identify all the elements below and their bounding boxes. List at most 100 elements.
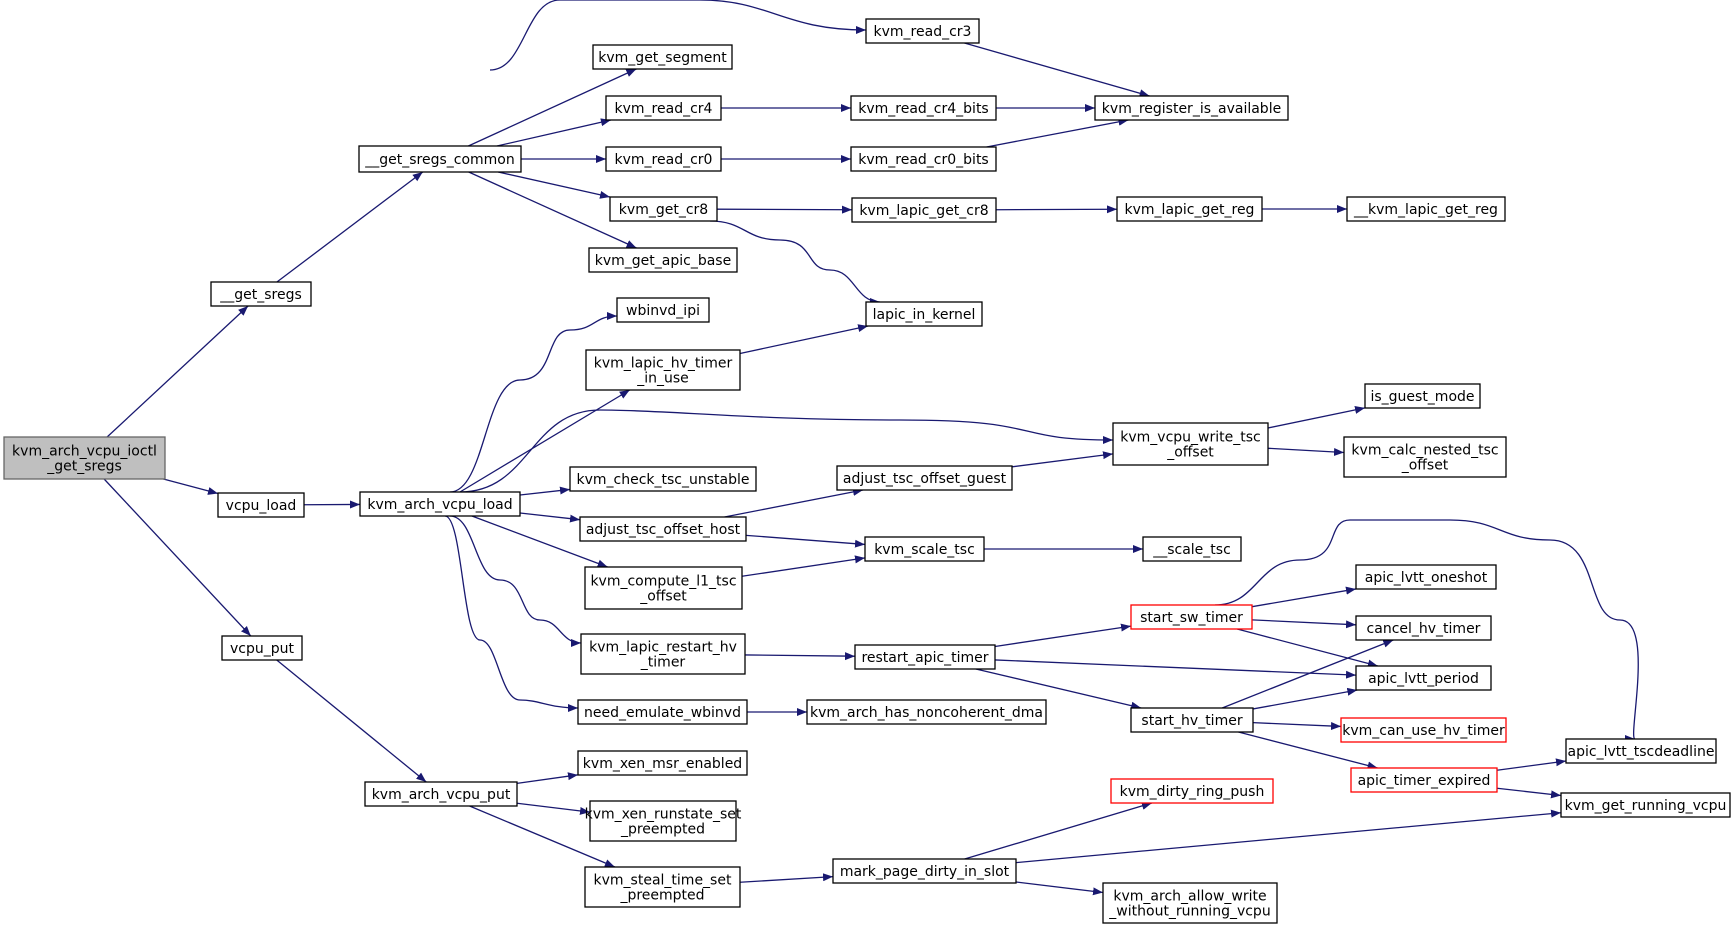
node-label: kvm_lapic_restart_hv xyxy=(589,640,737,656)
edge-start_sw_timer-to-apic_lvtt_period xyxy=(1236,628,1379,668)
node-label: kvm_get_segment xyxy=(598,50,727,66)
node-label: cancel_hv_timer xyxy=(1367,621,1481,637)
node-apic-lvtt-period[interactable]: apic_lvtt_period xyxy=(1355,665,1492,691)
node-steal-time-set-preempted[interactable]: kvm_steal_time_set_preempted xyxy=(584,866,741,908)
edge-apic_timer_expired-to-get_running_vcpu xyxy=(1496,787,1562,799)
edge-arch_vcpu_load-to-compute_l1_tsc_offset xyxy=(471,515,608,568)
node-can-use-hv-timer[interactable]: kvm_can_use_hv_timer xyxy=(1340,717,1507,743)
node-label: kvm_read_cr3 xyxy=(874,24,972,40)
node-label: kvm_get_running_vcpu xyxy=(1565,798,1727,814)
edge-mark_page_dirty_in_slot-to-get_running_vcpu xyxy=(1015,809,1562,864)
node-start-sw-timer[interactable]: start_sw_timer xyxy=(1130,604,1253,630)
node-cancel-hv-timer[interactable]: cancel_hv_timer xyxy=(1355,615,1492,641)
node-read-cr3[interactable]: kvm_read_cr3 xyxy=(865,18,980,44)
edge-vcpu_write_tsc_offset-to-is_guest_mode xyxy=(1267,406,1366,429)
node-apic-lvtt-tscdeadline[interactable]: apic_lvtt_tscdeadline xyxy=(1565,738,1717,764)
edge-get_sregs_common-to-read_cr4 xyxy=(496,118,612,147)
node-vcpu-write-tsc-offset[interactable]: kvm_vcpu_write_tsc_offset xyxy=(1112,422,1269,466)
node-label: __get_sregs xyxy=(219,287,302,303)
node-check-tsc-unstable[interactable]: kvm_check_tsc_unstable xyxy=(569,466,757,492)
node-box xyxy=(1110,778,1274,804)
node-box xyxy=(585,349,741,391)
node-allow-write-without-running-vcpu[interactable]: kvm_arch_allow_write_without_running_vcp… xyxy=(1102,882,1278,924)
edge-start_hv_timer-to-cancel_hv_timer xyxy=(1221,639,1394,709)
node-label: vcpu_load xyxy=(226,498,297,514)
node-scale-tsc[interactable]: kvm_scale_tsc xyxy=(864,536,985,562)
node-scale-tsc-inner[interactable]: __scale_tsc xyxy=(1142,536,1242,562)
edge-start_hv_timer-to-apic_lvtt_period xyxy=(1252,687,1358,710)
node-lapic-get-reg-inner[interactable]: __kvm_lapic_get_reg xyxy=(1346,196,1506,222)
node-need-emulate-wbinvd[interactable]: need_emulate_wbinvd xyxy=(577,699,748,725)
edge-start_sw_timer-to-apic_lvtt_oneshot xyxy=(1251,586,1357,608)
node-box xyxy=(1130,604,1253,630)
node-label: kvm_lapic_hv_timer xyxy=(594,356,733,372)
node-label: apic_lvtt_tscdeadline xyxy=(1568,744,1715,760)
node-is-guest-mode[interactable]: is_guest_mode xyxy=(1364,383,1481,409)
node-xen-runstate-set-preempted[interactable]: kvm_xen_runstate_set_preempted xyxy=(585,800,742,842)
node-dirty-ring-push[interactable]: kvm_dirty_ring_push xyxy=(1110,778,1274,804)
node-label: _offset xyxy=(1166,445,1214,461)
node-root[interactable]: kvm_arch_vcpu_ioctl_get_sregs xyxy=(3,436,166,480)
node-arch-vcpu-put[interactable]: kvm_arch_vcpu_put xyxy=(364,781,518,807)
node-xen-msr-enabled[interactable]: kvm_xen_msr_enabled xyxy=(577,750,748,776)
node-box xyxy=(605,95,722,121)
node-label: kvm_compute_l1_tsc xyxy=(590,574,736,590)
edge-get_sregs_common-to-get_apic_base xyxy=(468,171,637,249)
node-read-cr0-bits[interactable]: kvm_read_cr0_bits xyxy=(850,146,997,172)
node-label: kvm_check_tsc_unstable xyxy=(577,472,750,488)
node-compute-l1-tsc-offset[interactable]: kvm_compute_l1_tsc_offset xyxy=(584,566,743,610)
node-box xyxy=(1560,792,1731,818)
node-box xyxy=(865,18,980,44)
edge-vcpu_write_tsc_offset-to-calc_nested_tsc_offset xyxy=(1267,447,1345,456)
node-apic-lvtt-oneshot[interactable]: apic_lvtt_oneshot xyxy=(1355,564,1497,590)
node-lapic-get-reg[interactable]: kvm_lapic_get_reg xyxy=(1116,196,1263,222)
node-box xyxy=(832,858,1017,884)
edge-root-to-vcpu_load xyxy=(163,478,219,495)
node-get-sregs-common[interactable]: __get_sregs_common xyxy=(358,145,522,173)
node-label: lapic_in_kernel xyxy=(873,307,976,323)
node-wbinvd-ipi[interactable]: wbinvd_ipi xyxy=(616,297,710,323)
edge-arch_vcpu_load-to-lapic_hv_timer_in_use xyxy=(459,389,631,493)
edge-adjust_tsc_offset_guest-to-vcpu_write_tsc_offset xyxy=(1011,451,1114,468)
edge-lapic_hv_timer_in_use-to-lapic_in_kernel xyxy=(739,324,869,355)
edge-arch_vcpu_put-to-steal_time_set_preempted xyxy=(469,805,616,868)
node-arch-vcpu-load[interactable]: kvm_arch_vcpu_load xyxy=(359,491,521,517)
node-vcpu-put[interactable]: vcpu_put xyxy=(221,635,303,661)
node-apic-timer-expired[interactable]: apic_timer_expired xyxy=(1350,767,1498,793)
node-calc-nested-tsc-offset[interactable]: kvm_calc_nested_tsc_offset xyxy=(1343,436,1507,478)
edge-get_sregs_common-to-get_cr8 xyxy=(497,171,611,199)
node-lapic-in-kernel[interactable]: lapic_in_kernel xyxy=(865,301,983,327)
node-box xyxy=(865,301,983,327)
node-read-cr4-bits[interactable]: kvm_read_cr4_bits xyxy=(850,95,997,121)
node-mark-page-dirty-in-slot[interactable]: mark_page_dirty_in_slot xyxy=(832,858,1017,884)
edge-steal_time_set_preempted-to-mark_page_dirty_in_slot xyxy=(739,873,834,883)
node-label: kvm_xen_msr_enabled xyxy=(583,756,742,772)
node-box xyxy=(1364,383,1481,409)
node-box xyxy=(1102,882,1278,924)
node-lapic-hv-timer-in-use[interactable]: kvm_lapic_hv_timer_in_use xyxy=(585,349,741,391)
node-box xyxy=(1355,665,1492,691)
node-read-cr0[interactable]: kvm_read_cr0 xyxy=(605,146,722,172)
node-label: kvm_get_cr8 xyxy=(619,202,708,218)
node-read-cr4[interactable]: kvm_read_cr4 xyxy=(605,95,722,121)
node-get-running-vcpu[interactable]: kvm_get_running_vcpu xyxy=(1560,792,1731,818)
edge-arch_vcpu_load-to-vcpu_write_tsc_offset xyxy=(459,409,1114,493)
node-label: vcpu_put xyxy=(230,641,295,657)
node-has-noncoherent-dma[interactable]: kvm_arch_has_noncoherent_dma xyxy=(806,699,1047,725)
edge-lapic_restart_hv_timer-to-restart_apic_timer xyxy=(744,652,856,661)
node-vcpu-load[interactable]: vcpu_load xyxy=(217,492,305,518)
node-box xyxy=(1346,196,1506,222)
node-get-sregs[interactable]: __get_sregs xyxy=(210,281,312,307)
node-label: apic_lvtt_period xyxy=(1368,671,1479,687)
node-get-segment[interactable]: kvm_get_segment xyxy=(592,44,733,70)
node-adjust-tsc-offset-host[interactable]: adjust_tsc_offset_host xyxy=(579,516,747,542)
nodes-layer: kvm_arch_vcpu_ioctl_get_sregs __get_sregs… xyxy=(3,18,1731,924)
node-restart-apic-timer[interactable]: restart_apic_timer xyxy=(854,644,996,670)
node-get-apic-base[interactable]: kvm_get_apic_base xyxy=(588,247,738,273)
node-adjust-tsc-offset-guest[interactable]: adjust_tsc_offset_guest xyxy=(836,465,1013,491)
node-register-is-available[interactable]: kvm_register_is_available xyxy=(1094,95,1289,121)
node-lapic-get-cr8[interactable]: kvm_lapic_get_cr8 xyxy=(851,197,997,223)
node-lapic-restart-hv-timer[interactable]: kvm_lapic_restart_hv_timer xyxy=(580,633,746,675)
node-start-hv-timer[interactable]: start_hv_timer xyxy=(1130,707,1254,733)
node-get-cr8[interactable]: kvm_get_cr8 xyxy=(609,196,718,222)
